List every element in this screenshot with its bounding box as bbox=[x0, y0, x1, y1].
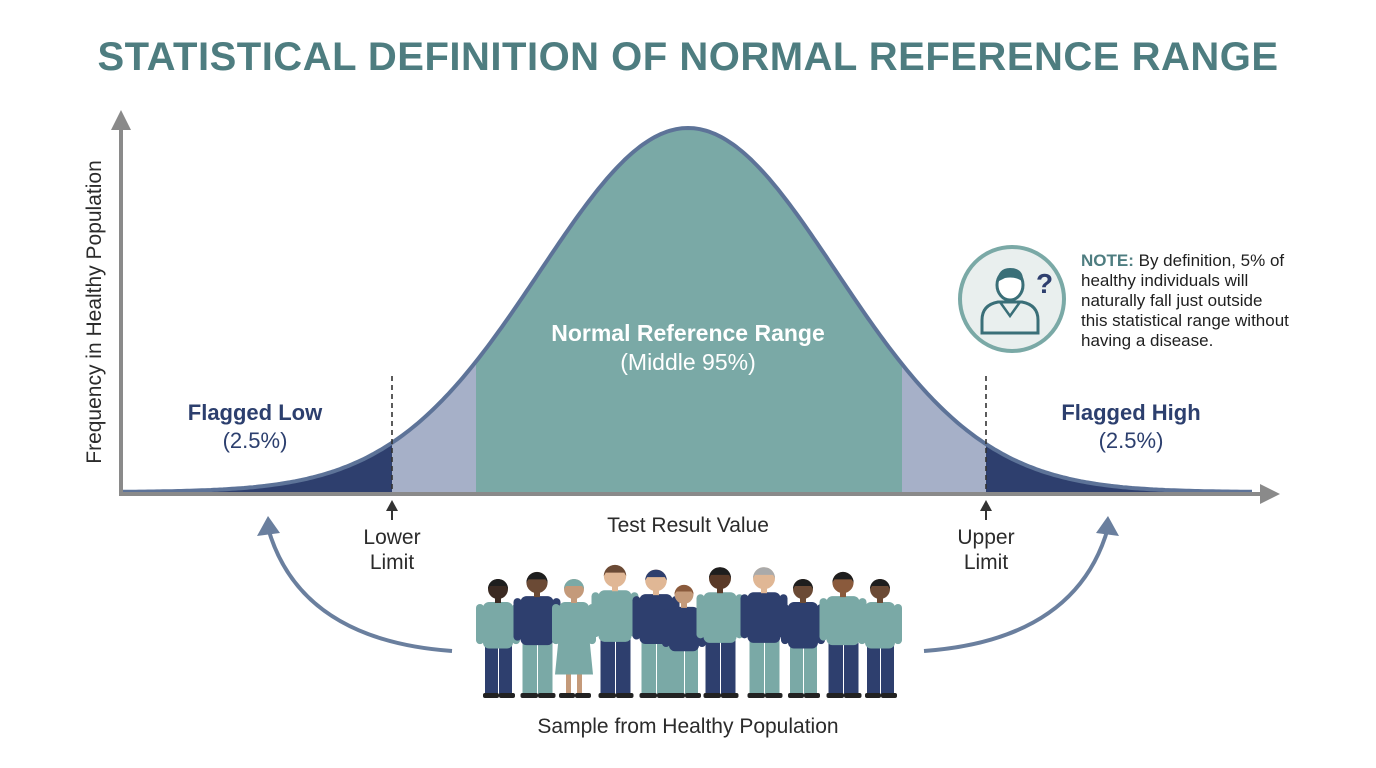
person-question-icon: ? bbox=[958, 245, 1066, 353]
person-figure bbox=[476, 579, 520, 698]
person-figure bbox=[552, 579, 596, 698]
person-figure bbox=[740, 567, 788, 698]
normal-range-label: Normal Reference Range bbox=[551, 320, 825, 346]
x-axis-arrowhead bbox=[1260, 484, 1280, 504]
x-axis-label: Test Result Value bbox=[607, 514, 769, 537]
normal-range-region bbox=[476, 128, 902, 492]
arrow-to-flagged-low bbox=[266, 527, 453, 653]
person-figure bbox=[513, 571, 561, 698]
normal-range-pct: (Middle 95%) bbox=[620, 349, 756, 375]
note-line-2: healthy individuals will bbox=[1081, 271, 1248, 290]
lower-limit-label-line1: Lower bbox=[363, 526, 420, 549]
arrow-to-flagged-high bbox=[923, 527, 1110, 653]
y-axis-arrowhead bbox=[111, 110, 131, 130]
lower-transition-region bbox=[392, 128, 476, 492]
note-line-5: having a disease. bbox=[1081, 331, 1213, 350]
flagged-high-label: Flagged High bbox=[1061, 400, 1200, 425]
flagged-high-pct: (2.5%) bbox=[1099, 428, 1164, 453]
upper-limit-label-line2: Limit bbox=[964, 551, 1009, 574]
page-title: STATISTICAL DEFINITION OF NORMAL REFEREN… bbox=[97, 35, 1278, 79]
note-line-3: naturally fall just outside bbox=[1081, 291, 1262, 310]
person-figure bbox=[858, 579, 902, 698]
person-figure bbox=[781, 579, 825, 698]
population-label: Sample from Healthy Population bbox=[537, 715, 838, 738]
lower-limit-label-line2: Limit bbox=[370, 551, 415, 574]
upper-limit-pointer-head bbox=[980, 500, 992, 511]
arrow-to-flagged-low-head bbox=[257, 516, 280, 536]
y-axis-label: Frequency in Healthy Population bbox=[83, 160, 106, 464]
healthy-population-group bbox=[476, 564, 902, 698]
flagged-low-pct: (2.5%) bbox=[223, 428, 288, 453]
note-line-4: this statistical range without bbox=[1081, 311, 1289, 330]
note-line-1: NOTE: By definition, 5% of bbox=[1081, 251, 1284, 270]
flagged-low-label: Flagged Low bbox=[188, 400, 323, 425]
lower-limit-pointer-head bbox=[386, 500, 398, 511]
bell-curve bbox=[120, 125, 1252, 494]
person-figure bbox=[696, 567, 744, 698]
svg-text:?: ? bbox=[1036, 268, 1053, 299]
upper-limit-label-line1: Upper bbox=[957, 526, 1014, 549]
arrow-to-flagged-high-head bbox=[1096, 516, 1119, 536]
person-figure bbox=[591, 564, 639, 698]
